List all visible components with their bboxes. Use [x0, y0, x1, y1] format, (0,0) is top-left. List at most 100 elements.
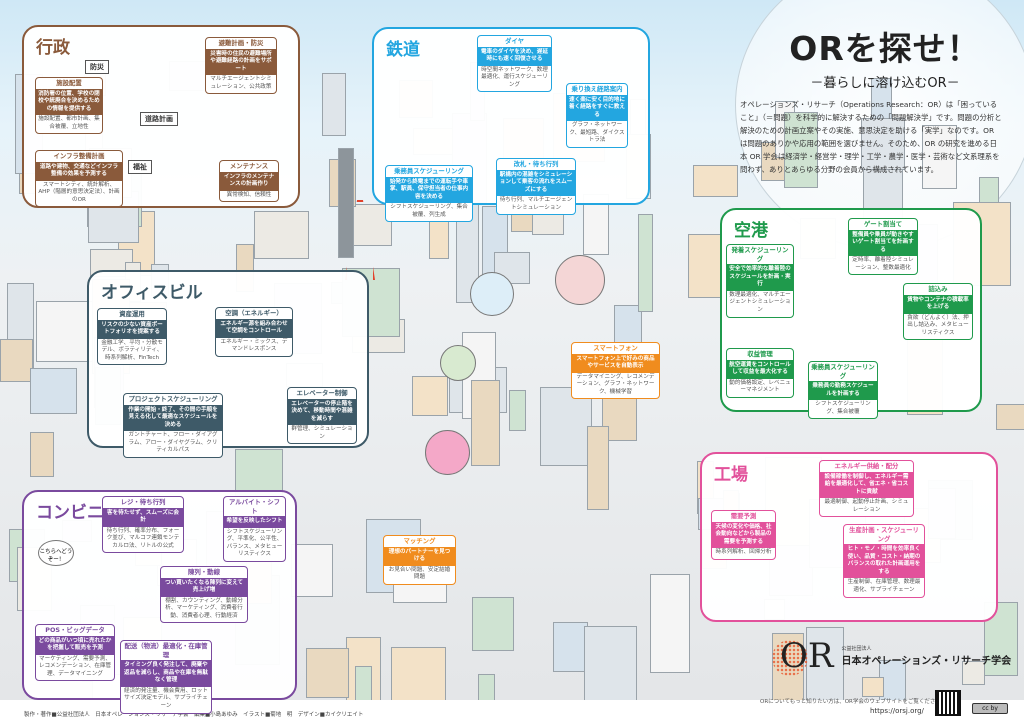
topic-card: 空調（エネルギー）エネルギー源を組み合わせて空調をコントロールエネルギー・ミック…	[215, 307, 293, 357]
card-title: 配送（物流）最適化・在庫管理	[124, 642, 208, 659]
topic-card: アルバイト・シフト希望を反映したシフトシフトスケジューリング、平準化、公平性、バ…	[223, 496, 286, 563]
card-description: つい買いたくなる陳列に変えて売上げ増	[161, 577, 247, 597]
card-title: 避難計画・防災	[218, 39, 264, 47]
card-keywords: 待ち行列、マルチエージェントシミュレーション	[499, 197, 573, 211]
topic-card: 発着スケジューリング安全で効率的な離着陸のスケジュールを計画・実行数理最適化、マ…	[726, 244, 794, 318]
card-description: インフラのメンテナンスの計画作り	[220, 171, 278, 191]
topic-card: エレベーター制御エレベーターの停止階を決めて、移動時間や混雑を減らす群管理、シミ…	[287, 387, 357, 445]
building	[305, 648, 350, 698]
page-subtitle: －暮らしに溶け込むOR－	[810, 76, 960, 91]
topic-card: 陳列・動線つい買いたくなる陳列に変えて売上げ増棚割、カウンティング、動線分析、マ…	[160, 566, 248, 624]
topic-card: 乗務員スケジューリング始発から終電までの運転手や車掌、駅員、保守担当者の仕事内容…	[385, 165, 473, 223]
card-title: アルバイト・シフト	[228, 498, 281, 515]
card-keywords: マーケティング、需要予測、レコメンデーション、在庫管理、データマイニング	[38, 655, 112, 677]
card-description: 安全で効率的な離着陸のスケジュールを計画・実行	[727, 264, 793, 291]
building	[478, 674, 496, 700]
topic-card: 乗り換え経路案内速く楽に安く目的地に着く経路をすぐに教えるグラフ・ネットワーク、…	[566, 83, 628, 148]
thought-bubble	[555, 255, 605, 305]
card-description: ヒト・モノ・時間を効率良く使い、品質・コスト・納期のバランスの取れた計画運用をす…	[844, 544, 924, 579]
org-name: 日本オペレーションズ・リサーチ学会	[841, 656, 1012, 667]
building	[29, 368, 78, 414]
card-keywords: シフトスケジューリング、集合被覆、列生成	[390, 204, 468, 218]
card-keywords: エネルギー・ミックス、デマンドレスポンス	[220, 338, 288, 353]
qr-code-icon[interactable]	[935, 690, 961, 716]
website-info: ORについてもっと知りたい方は、OR学会のウェブサイトをご覧ください。	[760, 699, 947, 705]
orsj-logo[interactable]: OR 公益社団法人 日本オペレーションズ・リサーチ学会	[772, 636, 1012, 676]
building	[30, 432, 54, 477]
topic-card: 乗務員スケジューリング乗務員の勤務スケジュールを計画するシフトスケジューリング、…	[808, 361, 878, 420]
card-keywords: お見合い問題、安定結婚問題	[388, 566, 451, 581]
card-description: 電車のダイヤを決め、遅延時にも速く回復させる	[478, 46, 551, 66]
card-title: ダイヤ	[505, 37, 524, 45]
card-description: 乗務員の勤務スケジュールを計画する	[809, 381, 877, 401]
card-description: エレベーターの停止階を決めて、移動時間や混雑を減らす	[288, 398, 356, 426]
building	[861, 676, 885, 697]
topic-card: ゲート割当て整備員や乗員が動きやすいゲート割当てを計画する定時率、離着陸シミュレ…	[848, 218, 918, 276]
card-title: 空調（エネルギー）	[225, 309, 283, 317]
card-description: 始発から終電までの運転手や車掌、駅員、保守担当者の仕事内容を決める	[386, 176, 472, 204]
license-text: cc by	[982, 705, 998, 712]
card-title: プロジェクトスケジューリング	[128, 395, 218, 403]
card-description: 理想のパートナーを見つける	[384, 546, 455, 566]
room-sign: 道路計画	[140, 112, 178, 126]
card-description: 整備員や乗員が動きやすいゲート割当てを計画する	[849, 229, 917, 257]
room-sign: 福祉	[128, 160, 152, 174]
building	[861, 118, 905, 170]
credits: 製作・著作■公益社団法人 日本オペレーションズ・リサーチ学会 編集■小島あゆみ …	[24, 712, 364, 718]
topic-card: 避難計画・防災災害時の住民の避難場所や避難経路の計画をサポートマルチエージェント…	[205, 37, 277, 95]
card-title: 乗り換え経路案内	[571, 85, 623, 93]
card-description: 作業の開始・終了、その間の手順を見える化して最適なスケジュールを決める	[124, 404, 222, 432]
card-title: 詰込み	[928, 285, 948, 293]
card-keywords: グラフ・ネットワーク、最短路、ダイクストラ法	[569, 122, 625, 144]
card-keywords: 棚割、カウンティング、動線分析、マーケティング、消費者行動、消費者心理、行動経済	[165, 597, 243, 619]
building	[693, 164, 738, 197]
panel-title: 行政	[36, 38, 70, 58]
building	[552, 621, 588, 672]
topic-card: インフラ整備計画道路や建物、交通などインフラ整備の効果を予測するスマートシティ、…	[35, 150, 123, 208]
card-keywords: 時空間ネットワーク、数理最適化、運行スケジューリング	[481, 66, 548, 88]
card-title: 需要予測	[730, 512, 757, 520]
topic-card: マッチング理想のパートナーを見つけるお見合い問題、安定結婚問題	[383, 535, 456, 585]
card-title: 改札・待ち行列	[513, 160, 559, 168]
topic-card: プロジェクトスケジューリング作業の開始・終了、その間の手順を見える化して最適なス…	[123, 393, 223, 458]
building	[586, 425, 610, 510]
card-keywords: 時系列解析、回帰分析	[715, 549, 772, 556]
card-keywords: 生産制御、在庫管理、数理最適化、サプライチェーン	[847, 579, 921, 594]
card-description: 客を待たせず、スムーズに会計	[103, 507, 183, 527]
card-title: 収益管理	[747, 350, 773, 358]
topic-card: 資産運用リスクの少ない資産ポートフォリオを提案する金融工学、平均・分散モデル、ボ…	[97, 308, 167, 366]
topic-card: 収益管理航空運賃をコントロールして収益を最大化する動的価格設定、レベニューマネジ…	[726, 348, 794, 398]
card-keywords: 経済的発注量、機会費用、ロットサイズ決定モデル、サプライチェーン	[124, 687, 208, 710]
building	[411, 376, 449, 417]
card-title: POS・ビッグデータ	[45, 626, 105, 634]
card-description: 貨物やコンテナの積載率を上げる	[904, 294, 972, 314]
card-title: エネルギー供給・配分	[834, 462, 899, 470]
building	[508, 390, 527, 431]
room-sign: 防災	[85, 60, 109, 74]
speech-text: こちらへどうぞー！	[39, 549, 73, 563]
building	[583, 626, 637, 700]
card-keywords: 動的価格設定、レベニューマネジメント	[729, 379, 791, 394]
card-title: 資産運用	[119, 310, 145, 318]
page-title: ORを探せ！	[789, 29, 981, 68]
topic-card: レジ・待ち行列客を待たせず、スムーズに会計待ち行列、確率分布、フォーク並び、マル…	[102, 496, 184, 554]
card-description: 設備稼働を制御し、エネルギー需給を最適化して、省エネ・省コストに貢献	[820, 471, 913, 499]
topic-card: 詰込み貨物やコンテナの積載率を上げる貪欲（どんよく）法、押出し詰込み、メタヒュー…	[903, 283, 973, 341]
card-title: エレベーター制御	[296, 389, 348, 397]
card-description: エネルギー源を組み合わせて空調をコントロール	[216, 318, 292, 338]
tower	[338, 148, 354, 258]
website-link[interactable]: https://orsj.org/	[870, 707, 924, 715]
building	[650, 574, 690, 674]
topic-card: 配送（物流）最適化・在庫管理タイミング良く発注して、廃棄や返品を減らし、商品や在…	[120, 640, 212, 714]
cc-license-badge: cc by	[972, 703, 1008, 714]
card-keywords: 数理最適化、マルチエージェントシミュレーション	[729, 291, 791, 314]
card-keywords: 金融工学、平均・分散モデル、ボラティリティ、時系列解析、FinTech	[101, 339, 163, 361]
card-description: タイミング良く発注して、廃棄や返品を減らし、商品や在庫を無駄なく管理	[121, 660, 211, 687]
building	[355, 665, 373, 700]
card-keywords: データマイニング、レコメンデーション、グラフ・ネットワーク、機械学習	[576, 373, 655, 395]
intro-text: オペレーションズ・リサーチ（Operations Research：OR）は「困…	[740, 100, 1002, 174]
card-description: 航空運賃をコントロールして収益を最大化する	[727, 359, 793, 379]
building	[291, 544, 333, 598]
card-description: 道路や建物、交通などインフラ整備の効果を予測する	[36, 161, 122, 181]
panel-title: コンビニ	[36, 503, 104, 523]
